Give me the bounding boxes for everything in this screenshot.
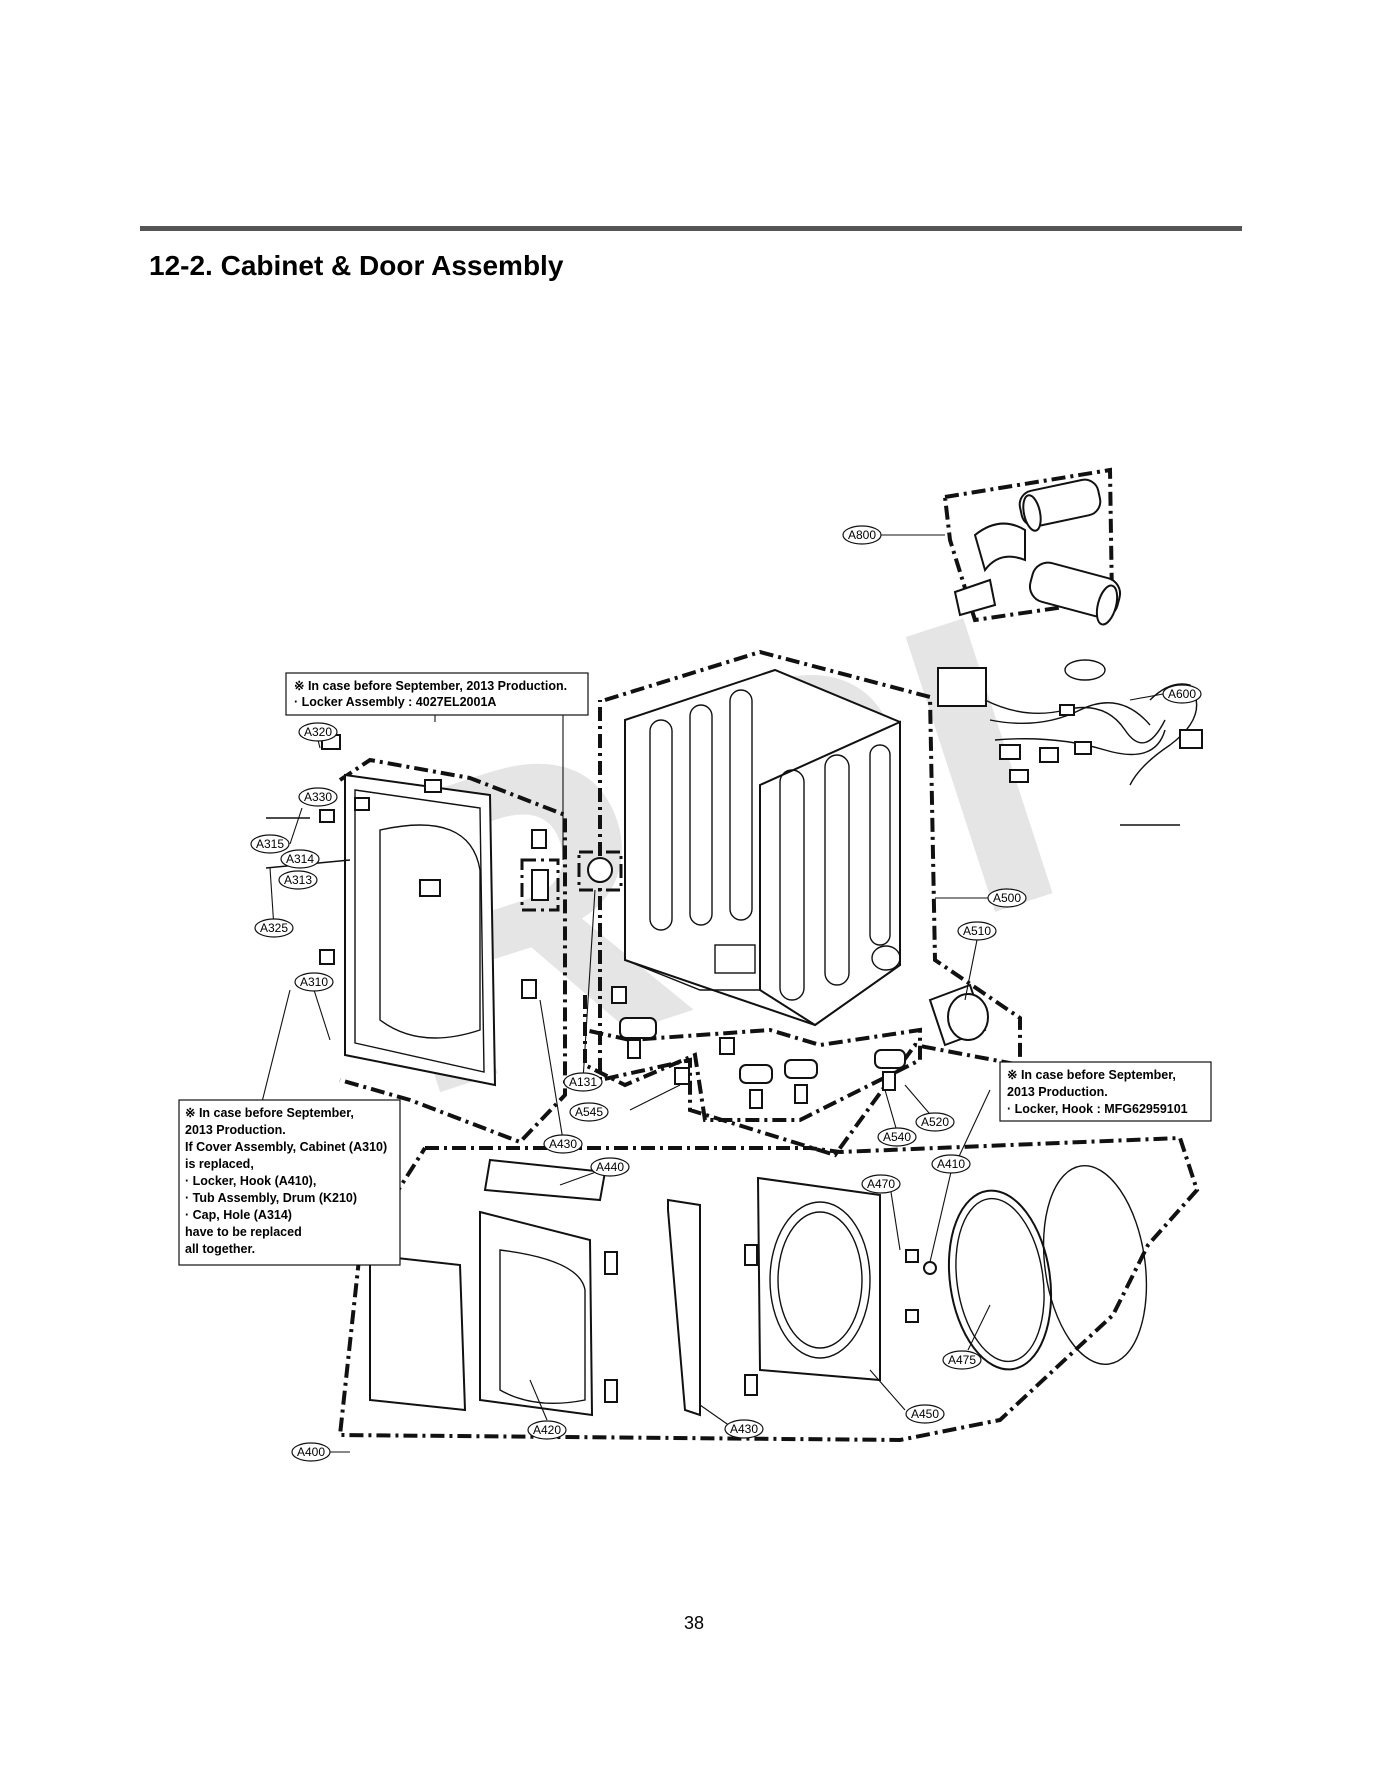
callout-A400: A400: [291, 1442, 331, 1462]
cover-dashed-group: [338, 757, 567, 1145]
note-locker-assembly: ※ In case before September, 2013 Product…: [285, 672, 589, 716]
svg-text:all together.: all together.: [185, 1242, 255, 1256]
svg-text:A500: A500: [993, 891, 1021, 905]
svg-text:A520: A520: [921, 1115, 949, 1129]
header-rule: [140, 226, 1242, 231]
callout-A440: A440: [590, 1157, 630, 1177]
callout-A320: A320: [298, 722, 338, 742]
wire-harness: [937, 659, 1203, 826]
svg-text:A475: A475: [948, 1353, 976, 1367]
svg-text:have to be replaced: have to be replaced: [185, 1225, 302, 1239]
callout-A410: A410: [931, 1154, 971, 1174]
svg-text:A510: A510: [963, 924, 991, 938]
svg-text:A430: A430: [730, 1422, 758, 1436]
svg-text:is replaced,: is replaced,: [185, 1157, 254, 1171]
svg-text:※ In case before September,: ※ In case before September,: [1007, 1068, 1176, 1082]
svg-text:A313: A313: [284, 873, 312, 887]
note-cover-assembly: ※ In case before September, 2013 Product…: [178, 1099, 401, 1266]
svg-text:· Locker, Hook : MFG62959101: · Locker, Hook : MFG62959101: [1007, 1102, 1188, 1116]
svg-text:· Locker Assembly : 4027EL2001: · Locker Assembly : 4027EL2001A: [294, 695, 496, 709]
svg-text:A325: A325: [260, 921, 288, 935]
feet-group: [583, 986, 922, 1122]
callout-A131: A131: [563, 1072, 603, 1092]
callout-A315: A315: [250, 834, 290, 854]
svg-text:A420: A420: [533, 1423, 561, 1437]
svg-text:A314: A314: [286, 852, 314, 866]
callout-A330: A330: [298, 787, 338, 807]
cabinet-dashed-group: [598, 649, 1022, 1158]
duct-group: [943, 467, 1122, 626]
svg-text:· Locker, Hook (A410),: · Locker, Hook (A410),: [185, 1174, 316, 1188]
svg-text:※ In case before September, 20: ※ In case before September, 2013 Product…: [294, 679, 567, 693]
callout-A430-door: A430: [724, 1419, 764, 1439]
callout-A314: A314: [280, 849, 320, 869]
callout-A470: A470: [861, 1174, 901, 1194]
door-parts: [369, 1158, 1148, 1417]
svg-text:A545: A545: [575, 1105, 603, 1119]
callout-A325: A325: [254, 918, 294, 938]
callout-A600: A600: [1162, 684, 1202, 704]
callout-A475: A475: [942, 1350, 982, 1370]
svg-text:A470: A470: [867, 1177, 895, 1191]
callout-A430: A430: [543, 1134, 583, 1154]
callout-A420: A420: [527, 1420, 567, 1440]
svg-text:A400: A400: [297, 1445, 325, 1459]
lock-part: [577, 850, 623, 892]
svg-text:A600: A600: [1168, 687, 1196, 701]
svg-text:A800: A800: [848, 528, 876, 542]
svg-text:2013 Production.: 2013 Production.: [1007, 1085, 1108, 1099]
svg-text:A320: A320: [304, 725, 332, 739]
svg-text:If Cover Assembly, Cabinet (A3: If Cover Assembly, Cabinet (A310): [185, 1140, 387, 1154]
svg-text:A330: A330: [304, 790, 332, 804]
svg-text:A131: A131: [569, 1075, 597, 1089]
page-title: 12-2. Cabinet & Door Assembly: [149, 250, 564, 281]
cabinet-body: [624, 668, 901, 1027]
callout-A540: A540: [877, 1127, 917, 1147]
svg-text:· Cap, Hole (A314): · Cap, Hole (A314): [185, 1208, 292, 1222]
page-number: 38: [683, 1613, 705, 1633]
cover-panel: [265, 734, 560, 1087]
callout-A313: A313: [278, 870, 318, 890]
svg-text:A450: A450: [911, 1407, 939, 1421]
door-dashed-group: [337, 1135, 1200, 1443]
svg-text:A315: A315: [256, 837, 284, 851]
svg-text:※ In case before September,: ※ In case before September,: [185, 1106, 354, 1120]
callout-A520: A520: [915, 1112, 955, 1132]
svg-text:2013 Production.: 2013 Production.: [185, 1123, 286, 1137]
svg-text:A430: A430: [549, 1137, 577, 1151]
svg-text:A440: A440: [596, 1160, 624, 1174]
callout-A450: A450: [905, 1404, 945, 1424]
callout-A545: A545: [569, 1102, 609, 1122]
callout-A800: A800: [842, 525, 882, 545]
svg-text:· Tub Assembly, Drum (K210): · Tub Assembly, Drum (K210): [185, 1191, 357, 1205]
leader-lines: [259, 534, 1164, 1453]
svg-text:A410: A410: [937, 1157, 965, 1171]
exhaust-pipe: [928, 983, 989, 1047]
svg-text:A540: A540: [883, 1130, 911, 1144]
note-locker-hook: ※ In case before September, 2013 Product…: [999, 1061, 1212, 1122]
callout-A510: A510: [957, 921, 997, 941]
callout-A500: A500: [987, 888, 1027, 908]
svg-text:A310: A310: [300, 975, 328, 989]
callout-A310: A310: [294, 972, 334, 992]
